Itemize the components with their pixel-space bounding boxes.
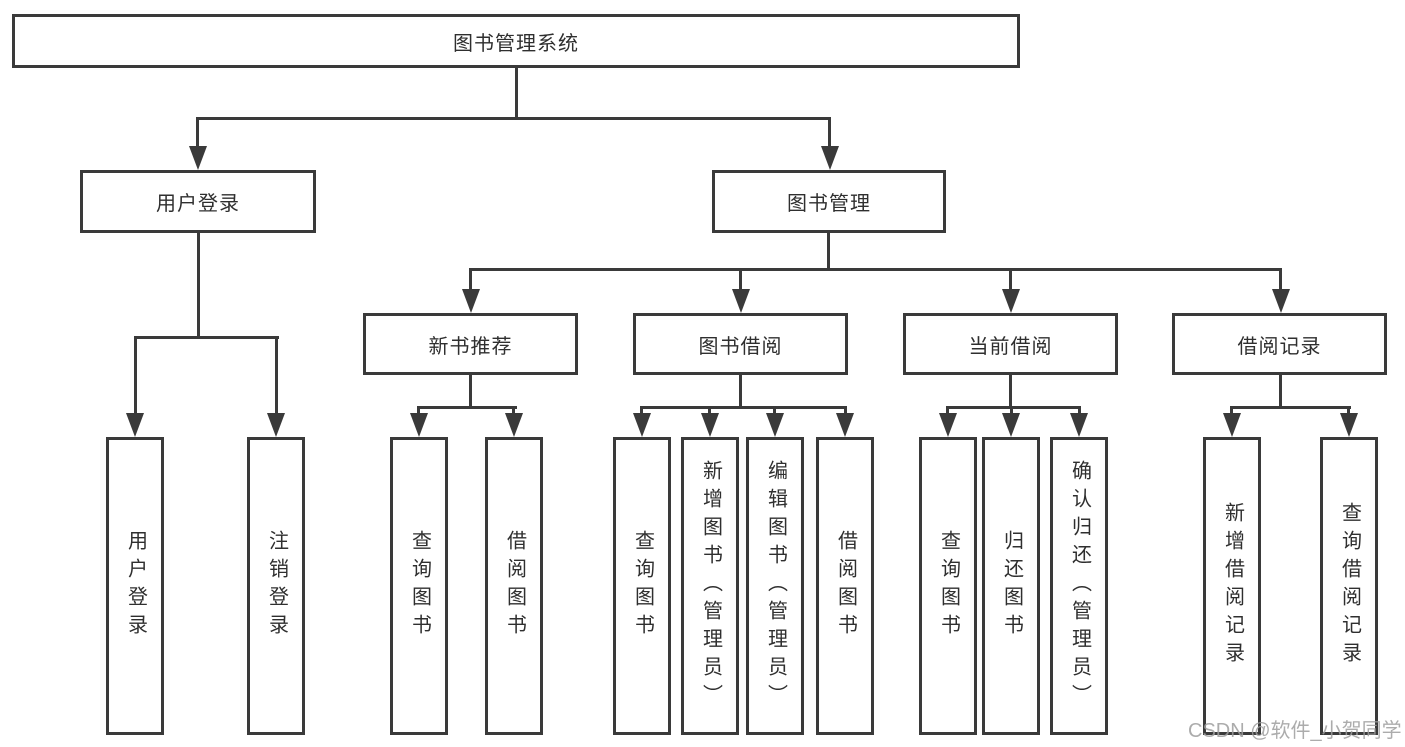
arrow-down-icon — [732, 289, 750, 313]
connector-line — [515, 68, 518, 118]
leaf-label: 新增借阅记录 — [1221, 502, 1244, 670]
arrow-down-icon — [701, 413, 719, 437]
connector-line — [946, 406, 949, 416]
node-leaf-query-borrow-record: 查询借阅记录 — [1320, 437, 1378, 735]
node-leaf-return-books: 归还图书 — [982, 437, 1040, 735]
arrow-down-icon — [1340, 413, 1358, 437]
connector-line — [1347, 406, 1350, 416]
csdn-watermark: CSDN @软件_小贺同学 — [1188, 720, 1402, 742]
node-new-book-recommend: 新书推荐 — [363, 313, 578, 375]
connector-line — [1009, 268, 1012, 292]
connector-line — [134, 336, 279, 339]
node-leaf-confirm-return-admin: 确认归还（管理员） — [1050, 437, 1108, 735]
arrow-down-icon — [189, 146, 207, 170]
arrow-down-icon — [633, 413, 651, 437]
connector-line — [1279, 268, 1282, 292]
leaf-label: 新增图书（管理员） — [699, 460, 722, 712]
connector-line — [739, 268, 742, 292]
node-leaf-edit-books-admin: 编辑图书（管理员） — [746, 437, 804, 735]
connector-line — [844, 406, 847, 416]
arrow-down-icon — [1223, 413, 1241, 437]
node-current-borrowing: 当前借阅 — [903, 313, 1118, 375]
connector-line — [1230, 406, 1351, 409]
connector-line — [469, 268, 1282, 271]
arrow-down-icon — [821, 146, 839, 170]
connector-line — [773, 406, 776, 416]
connector-line — [640, 406, 847, 409]
connector-line — [275, 336, 278, 416]
node-leaf-add-books-admin: 新增图书（管理员） — [681, 437, 739, 735]
arrow-down-icon — [836, 413, 854, 437]
connector-line — [640, 406, 643, 416]
leaf-label: 确认归还（管理员） — [1068, 460, 1091, 712]
connector-line — [196, 117, 831, 120]
arrow-down-icon — [505, 413, 523, 437]
connector-line — [946, 406, 1081, 409]
arrow-down-icon — [1002, 289, 1020, 313]
connector-line — [197, 233, 200, 339]
arrow-down-icon — [1272, 289, 1290, 313]
connector-line — [708, 406, 711, 416]
connector-line — [469, 375, 472, 409]
connector-line — [512, 406, 515, 416]
connector-line — [739, 375, 742, 409]
leaf-label: 用户登录 — [124, 530, 147, 642]
leaf-label: 借阅图书 — [834, 530, 857, 642]
node-leaf-query-books: 查询图书 — [390, 437, 448, 735]
connector-line — [828, 117, 831, 149]
connector-line — [1009, 375, 1012, 409]
connector-line — [827, 233, 830, 270]
node-leaf-add-borrow-record: 新增借阅记录 — [1203, 437, 1261, 735]
connector-line — [196, 117, 199, 149]
node-leaf-query-books: 查询图书 — [919, 437, 977, 735]
leaf-label: 查询图书 — [631, 530, 654, 642]
node-leaf-query-books: 查询图书 — [613, 437, 671, 735]
arrow-down-icon — [462, 289, 480, 313]
node-leaf-user-login: 用户登录 — [106, 437, 164, 735]
arrow-down-icon — [267, 413, 285, 437]
connector-line — [417, 406, 517, 409]
arrow-down-icon — [410, 413, 428, 437]
connector-line — [1279, 375, 1282, 409]
node-leaf-borrow-books: 借阅图书 — [485, 437, 543, 735]
leaf-label: 查询图书 — [937, 530, 960, 642]
connector-line — [417, 406, 420, 416]
node-library-system: 图书管理系统 — [12, 14, 1020, 68]
arrow-down-icon — [939, 413, 957, 437]
node-user-login: 用户登录 — [80, 170, 316, 233]
connector-line — [1010, 406, 1013, 416]
node-book-management: 图书管理 — [712, 170, 946, 233]
arrow-down-icon — [1070, 413, 1088, 437]
leaf-label: 查询借阅记录 — [1338, 502, 1361, 670]
node-leaf-borrow-books: 借阅图书 — [816, 437, 874, 735]
arrow-down-icon — [126, 413, 144, 437]
node-leaf-logout: 注销登录 — [247, 437, 305, 735]
leaf-label: 借阅图书 — [503, 530, 526, 642]
connector-line — [1230, 406, 1233, 416]
connector-line — [469, 268, 472, 292]
leaf-label: 查询图书 — [408, 530, 431, 642]
arrow-down-icon — [766, 413, 784, 437]
leaf-label: 注销登录 — [265, 530, 288, 642]
connector-line — [1078, 406, 1081, 416]
leaf-label: 编辑图书（管理员） — [764, 460, 787, 712]
leaf-label: 归还图书 — [1000, 530, 1023, 642]
node-book-borrowing: 图书借阅 — [633, 313, 848, 375]
node-borrowing-records: 借阅记录 — [1172, 313, 1387, 375]
connector-line — [134, 336, 137, 416]
arrow-down-icon — [1002, 413, 1020, 437]
